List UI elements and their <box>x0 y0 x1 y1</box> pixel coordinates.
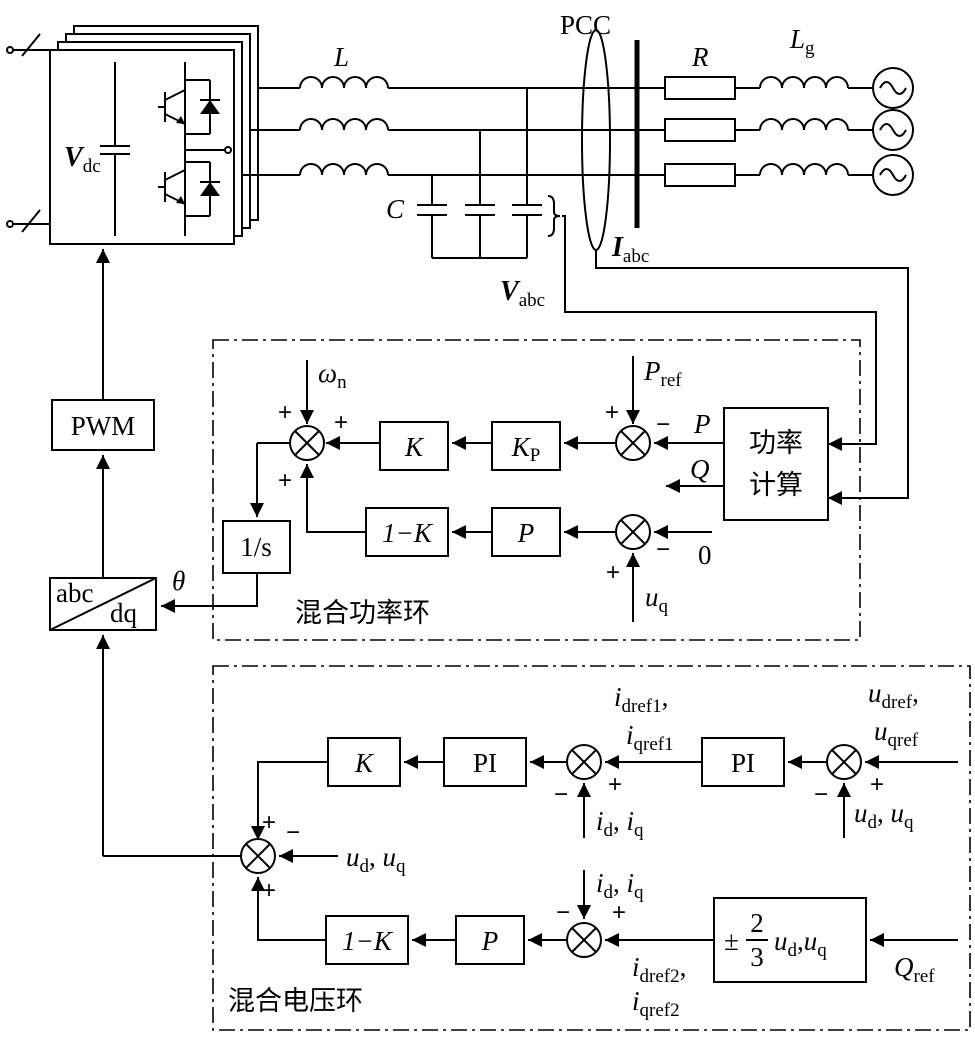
svg-text:+: + <box>606 559 620 586</box>
pi-outer-block <box>701 737 785 787</box>
svg-text:P: P <box>517 518 535 548</box>
svg-text:KP: KP <box>511 432 541 466</box>
ud-uq-label-left: ud, uq <box>346 842 406 877</box>
sum-junction-p <box>615 425 651 461</box>
svg-text:−: − <box>554 781 568 808</box>
sum-junction-power-left <box>289 425 325 461</box>
svg-text:功率: 功率 <box>749 428 803 459</box>
p-gain-block-voltage <box>455 915 525 965</box>
svg-text:PI: PI <box>731 748 755 778</box>
p-signal-label: P <box>693 409 711 439</box>
two-thirds-gain-block: ± 2 3 ud,uq <box>713 897 867 983</box>
svg-text:K: K <box>354 748 375 778</box>
pwm-label: PWM <box>71 411 136 441</box>
svg-text:2: 2 <box>750 908 764 938</box>
svg-text:±: ± <box>724 926 739 956</box>
svg-text:dq: dq <box>110 598 138 628</box>
power-loop-title: 混合功率环 <box>295 598 430 629</box>
svg-text:−: − <box>814 781 828 808</box>
p-ref-label: Pref <box>643 356 682 391</box>
svg-text:+: + <box>870 771 884 798</box>
igbt-upper-icon <box>158 79 220 135</box>
sum-junction-output <box>240 838 276 874</box>
sum-junction-current-top <box>566 744 602 780</box>
abc-dq-transform-block: abc dq <box>49 577 157 631</box>
k-gain-block-voltage <box>327 737 401 787</box>
pcc-label: PCC <box>560 10 611 40</box>
current-label: Iabc <box>611 232 649 267</box>
svg-text:K: K <box>404 432 425 462</box>
omega-label: ωn <box>318 358 347 393</box>
svg-text:ud,uq: ud,uq <box>774 926 827 961</box>
iqref1-label: iqref1 <box>626 720 674 755</box>
hybrid-power-loop-frame <box>212 339 861 641</box>
iqref2-label: iqref2 <box>632 986 680 1021</box>
hybrid-voltage-loop-frame <box>212 665 971 1031</box>
svg-text:abc: abc <box>56 578 93 608</box>
q-ref-label: Qref <box>894 952 935 987</box>
idref2-label: idref2, <box>632 952 686 987</box>
svg-text:3: 3 <box>750 942 764 972</box>
sum-junction-current-bottom <box>566 922 602 958</box>
svg-text:+: + <box>262 809 276 836</box>
svg-text:+: + <box>278 467 292 494</box>
uq-label: uq <box>645 582 669 617</box>
k-gain-block <box>379 421 449 471</box>
uqref-label: uqref <box>874 716 919 751</box>
vdc-label: Vdc <box>64 142 101 177</box>
svg-text:计算: 计算 <box>749 470 803 501</box>
sum-junction-q <box>615 514 651 550</box>
inductor-label: L <box>333 42 349 72</box>
capacitor-label: C <box>386 194 405 224</box>
voltage-label: Vabc <box>500 276 545 311</box>
svg-text:1/s: 1/s <box>240 532 272 562</box>
svg-text:+: + <box>262 877 276 904</box>
svg-text:1−K: 1−K <box>382 518 434 548</box>
pwm-block <box>51 399 155 451</box>
id-iq-label-top: id, iq <box>596 806 644 841</box>
id-iq-label-bottom: id, iq <box>596 868 644 903</box>
converter: Vdc <box>6 25 259 245</box>
sum-junction-voltage <box>826 744 862 780</box>
idref1-label: idref1, <box>614 682 668 717</box>
svg-text:−: − <box>656 536 670 563</box>
kp-gain-block <box>491 421 561 471</box>
svg-text:+: + <box>278 399 292 426</box>
one-minus-k-block-voltage <box>325 915 409 965</box>
grid-inductor-label: Lg <box>789 24 815 59</box>
voltage-loop-title: 混合电压环 <box>228 986 363 1017</box>
svg-text:−: − <box>286 819 300 846</box>
theta-label: θ <box>172 566 185 596</box>
svg-text:+: + <box>612 899 626 926</box>
resistor-label: R <box>691 42 709 72</box>
svg-text:1−K: 1−K <box>342 926 394 956</box>
phase-lines <box>242 29 914 505</box>
ac-source-icon <box>872 67 914 196</box>
ud-uq-label-right: ud, uq <box>854 798 914 833</box>
igbt-lower-icon <box>158 161 220 217</box>
svg-text:P: P <box>481 926 499 956</box>
svg-text:+: + <box>334 409 348 436</box>
svg-text:−: − <box>656 411 670 438</box>
udref-label: udref, <box>868 678 919 713</box>
one-minus-k-block <box>365 507 449 557</box>
power-calculation-block <box>723 407 829 521</box>
svg-text:+: + <box>605 399 619 426</box>
svg-text:+: + <box>608 771 622 798</box>
svg-text:−: − <box>556 899 570 926</box>
svg-text:PI: PI <box>473 748 497 778</box>
integrator-block <box>222 520 291 574</box>
zero-input-label: 0 <box>698 540 712 570</box>
q-signal-label: Q <box>690 454 710 484</box>
